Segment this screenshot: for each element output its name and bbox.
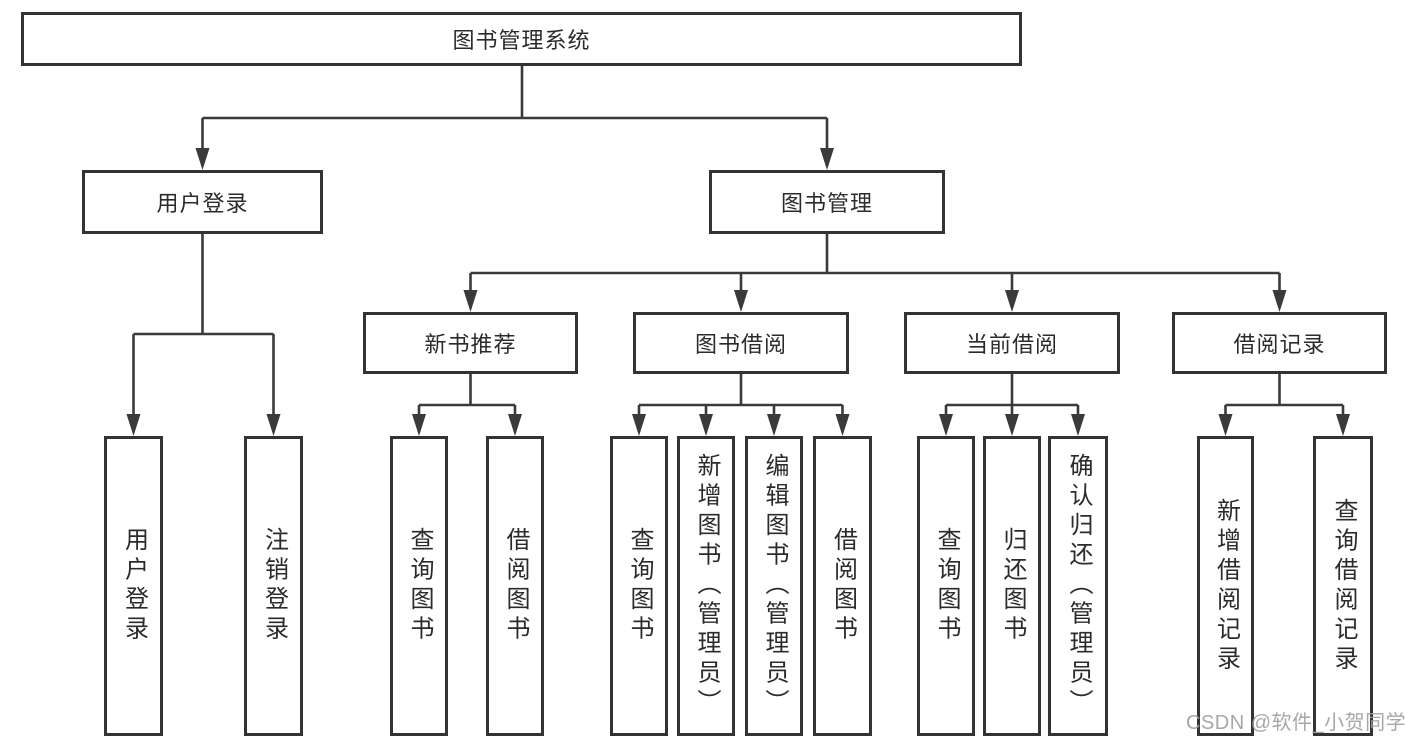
node-new-book-recommend-label: 新书推荐 [424, 332, 517, 357]
node-book-borrow-label: 图书借阅 [694, 332, 787, 357]
leaf-query-books-current-label: 查询图书 [933, 527, 960, 645]
leaf-return-book: 归还图书 [983, 436, 1041, 736]
leaf-query-borrow-record-label: 查询借阅记录 [1330, 497, 1357, 675]
node-user-login: 用户登录 [82, 170, 323, 234]
leaf-add-borrow-record: 新增借阅记录 [1197, 436, 1254, 736]
leaf-edit-book-admin: 编辑图书（管理员） [745, 436, 803, 736]
leaf-query-books-borrow-label: 查询图书 [626, 527, 653, 645]
leaf-add-book-admin-label: 新增图书（管理员） [693, 453, 720, 719]
node-current-borrow: 当前借阅 [904, 312, 1120, 374]
leaf-query-books-current: 查询图书 [917, 436, 975, 736]
node-root-label: 图书管理系统 [452, 28, 591, 53]
node-borrow-records: 借阅记录 [1172, 312, 1387, 374]
leaf-logout-label: 注销登录 [260, 527, 288, 645]
arrowheads [126, 148, 1350, 436]
node-book-management: 图书管理 [709, 170, 945, 234]
leaf-query-books-recommend: 查询图书 [390, 436, 448, 736]
leaf-user-login: 用户登录 [104, 436, 163, 736]
node-current-borrow-label: 当前借阅 [965, 332, 1058, 357]
leaf-add-book-admin: 新增图书（管理员） [677, 436, 735, 736]
node-new-book-recommend: 新书推荐 [363, 312, 578, 374]
node-borrow-records-label: 借阅记录 [1233, 332, 1326, 357]
leaf-logout: 注销登录 [244, 436, 303, 736]
node-root: 图书管理系统 [21, 12, 1022, 66]
leaf-edit-book-admin-label: 编辑图书（管理员） [761, 453, 788, 719]
leaf-query-borrow-record: 查询借阅记录 [1313, 436, 1373, 736]
node-book-management-label: 图书管理 [780, 191, 873, 216]
leaf-return-book-label: 归还图书 [999, 527, 1026, 645]
leaf-borrow-books-recommend-label: 借阅图书 [502, 527, 529, 645]
leaf-confirm-return-admin: 确认归还（管理员） [1048, 436, 1108, 736]
leaf-add-borrow-record-label: 新增借阅记录 [1212, 497, 1240, 675]
leaf-user-login-label: 用户登录 [120, 527, 148, 645]
leaf-borrow-books-borrow: 借阅图书 [813, 436, 872, 736]
leaf-borrow-books-recommend: 借阅图书 [486, 436, 544, 736]
leaf-query-books-borrow: 查询图书 [610, 436, 668, 736]
leaf-borrow-books-borrow-label: 借阅图书 [829, 527, 857, 645]
leaf-query-books-recommend-label: 查询图书 [406, 527, 433, 645]
watermark-text: CSDN @软件_小贺同学 [1186, 712, 1405, 734]
node-user-login-label: 用户登录 [156, 191, 249, 216]
leaf-confirm-return-admin-label: 确认归还（管理员） [1065, 453, 1092, 719]
node-book-borrow: 图书借阅 [633, 312, 849, 374]
